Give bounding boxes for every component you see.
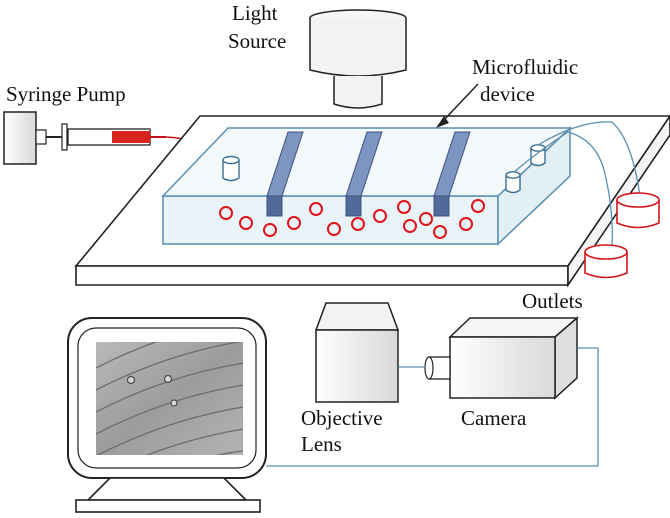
camera-monitor-cable — [266, 347, 599, 467]
pillar-3 — [433, 131, 471, 217]
camera-label: Camera — [461, 406, 527, 430]
camera — [424, 316, 580, 400]
cell — [373, 209, 387, 223]
outlet-port-2 — [530, 144, 546, 167]
syringe-pump-label: Syringe Pump — [6, 82, 126, 106]
cell — [433, 225, 447, 239]
objective-lens — [314, 302, 400, 403]
microscope-image — [96, 342, 243, 455]
objective-lens-label-line2: Lens — [301, 432, 342, 456]
microfluidic-label-line2: device — [480, 82, 535, 106]
pillar-1 — [266, 131, 304, 217]
outlet-cup-2 — [584, 244, 628, 279]
outlet-tubing-1 — [513, 131, 613, 249]
cell — [263, 223, 277, 237]
outlets-label: Outlets — [522, 289, 583, 313]
cell — [459, 217, 473, 231]
light-source-label-line1: Light — [232, 1, 278, 25]
cell — [309, 202, 323, 216]
microfluidic-label-line1: Microfluidic — [472, 55, 578, 79]
outlet-port-1 — [505, 171, 521, 194]
objective-lens-label-line1: Objective — [301, 406, 383, 430]
cell — [327, 222, 341, 236]
cell — [219, 206, 233, 220]
cell — [471, 199, 485, 213]
cell — [239, 216, 253, 230]
outlet-cup-1 — [616, 192, 660, 229]
cell — [419, 212, 433, 226]
pillar-2 — [345, 131, 383, 217]
light-source-label-line2: Source — [228, 29, 286, 53]
cell — [397, 200, 411, 214]
inlet-port — [222, 155, 240, 182]
syringe-pump — [3, 111, 166, 165]
cells — [219, 199, 485, 239]
cell — [403, 219, 417, 233]
light-source — [309, 9, 407, 109]
outlet-tubing-2 — [537, 121, 641, 197]
cell — [287, 216, 301, 230]
cell — [351, 217, 365, 231]
device-pointer-arrow — [436, 83, 479, 128]
